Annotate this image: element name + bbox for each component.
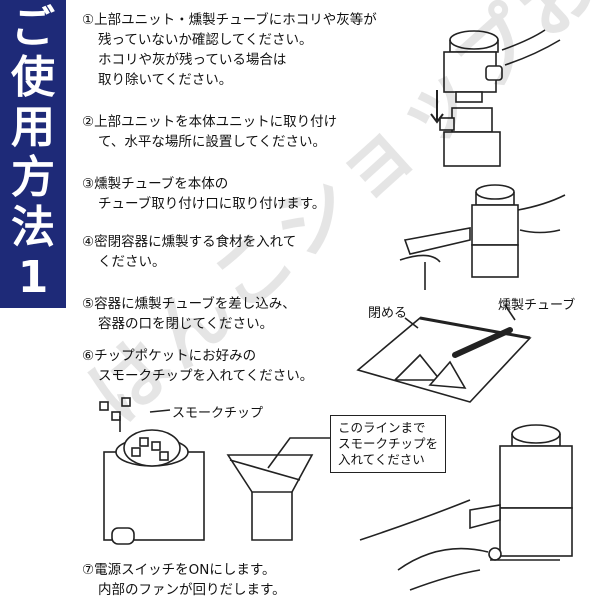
step-text: ください。 — [98, 254, 166, 270]
title-banner: ご 使 用 方 法 1 — [0, 0, 66, 308]
banner-char: 方 — [11, 152, 55, 203]
step-text: て、水平な場所に設置してください。 — [98, 134, 327, 150]
callout-line: このラインまで — [338, 420, 426, 435]
chip-line-callout: このラインまで スモークチップを 入れてください — [330, 415, 447, 473]
step-7: ⑦電源スイッチをONにします。 内部のファンが回りだします。 — [82, 560, 286, 600]
step-6: ⑥チップポケットにお好みの スモークチップを入れてください。 — [82, 346, 313, 386]
banner-char: ご — [11, 2, 55, 53]
step-text: ⑥チップポケットにお好みの — [82, 348, 257, 364]
step-5: ⑤容器に燻製チューブを差し込み、 容器の口を閉じてください。 — [82, 294, 296, 334]
step-text: ①上部ユニット・燻製チューブにホコリや灰等が — [82, 12, 377, 28]
step-text: 内部のファンが回りだします。 — [98, 582, 286, 598]
chip-pocket-illustration — [99, 397, 205, 545]
step-text: ③燻製チューブを本体の — [82, 176, 229, 192]
funnel-illustration — [226, 437, 330, 541]
callout-line: 入れてください — [338, 452, 425, 467]
upper-unit-illustration — [430, 29, 561, 167]
step-1: ①上部ユニット・燻製チューブにホコリや灰等が 残っていないか確認してください。 … — [82, 10, 377, 90]
step-text: 取り除いてください。 — [98, 72, 233, 88]
smoke-tube-label: 燻製チューブ — [498, 298, 576, 313]
banner-char: 1 — [17, 252, 49, 303]
banner-char: 法 — [11, 202, 55, 253]
step-text: チューブ取り付け口に取り付けます。 — [98, 196, 326, 212]
step-text: 容器の口を閉じてください。 — [98, 316, 274, 332]
bag-illustration — [356, 304, 532, 403]
step-text: ⑤容器に燻製チューブを差し込み、 — [82, 296, 296, 312]
step-text: スモークチップを入れてください。 — [98, 368, 314, 384]
step-4: ④密閉容器に燻製する食材を入れて ください。 — [82, 232, 296, 272]
banner-char: 用 — [11, 102, 55, 153]
step-text: ホコリや灰が残っている場合は — [98, 52, 287, 68]
callout-line: スモークチップを — [338, 436, 439, 451]
step-text: ⑦電源スイッチをONにします。 — [82, 562, 276, 578]
step-text: 残っていないか確認してください。 — [98, 32, 313, 48]
step-text: ②上部ユニットを本体ユニットに取り付け — [82, 114, 338, 130]
step-text: ④密閉容器に燻製する食材を入れて — [82, 234, 297, 250]
close-label: 閉める — [368, 306, 408, 321]
step-2: ②上部ユニットを本体ユニットに取り付け て、水平な場所に設置してください。 — [82, 112, 337, 152]
power-switch-illustration — [359, 424, 573, 591]
banner-char: 使 — [11, 52, 55, 103]
smoke-chip-label: スモークチップ — [172, 406, 264, 421]
tube-attach-illustration — [399, 184, 566, 290]
step-3: ③燻製チューブを本体の チューブ取り付け口に取り付けます。 — [82, 174, 325, 214]
